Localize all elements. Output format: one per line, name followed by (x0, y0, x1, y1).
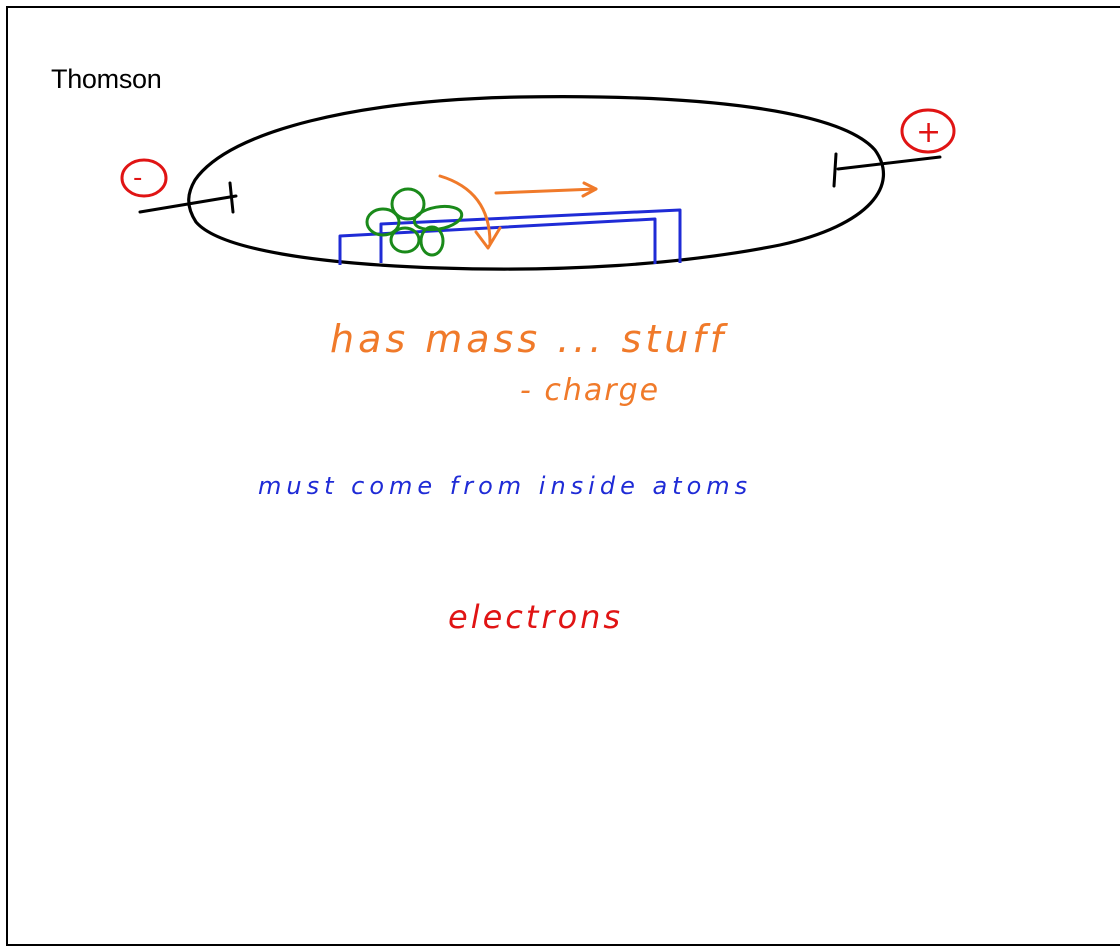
motion-arrow (494, 187, 598, 195)
note-electrons: electrons (448, 598, 623, 636)
note-negative-charge: - charge (520, 373, 660, 408)
rotation-arrow-head (474, 226, 502, 250)
slide-frame (6, 6, 1120, 946)
motion-arrow-head (581, 181, 598, 198)
anode-wire (836, 155, 942, 171)
positive-sign: + (916, 115, 941, 150)
track-rails (338, 208, 682, 265)
note-inside-atoms: must come from inside atoms (258, 472, 752, 500)
tube-outline (187, 95, 886, 271)
positive-sign-circle (900, 108, 956, 154)
cathode-wire (138, 194, 238, 214)
cathode-plate (228, 181, 235, 214)
paddle-wheel (365, 187, 464, 257)
cathode-ray-tube-drawing: - + has mass ... stuff - charge must com… (120, 95, 956, 636)
anode-plate (832, 152, 838, 188)
rotation-arrow (438, 174, 492, 245)
slide-title: Thomson (51, 64, 162, 94)
note-has-mass: has mass ... stuff (330, 317, 729, 361)
negative-sign-circle (120, 158, 168, 198)
negative-sign: - (133, 163, 142, 193)
